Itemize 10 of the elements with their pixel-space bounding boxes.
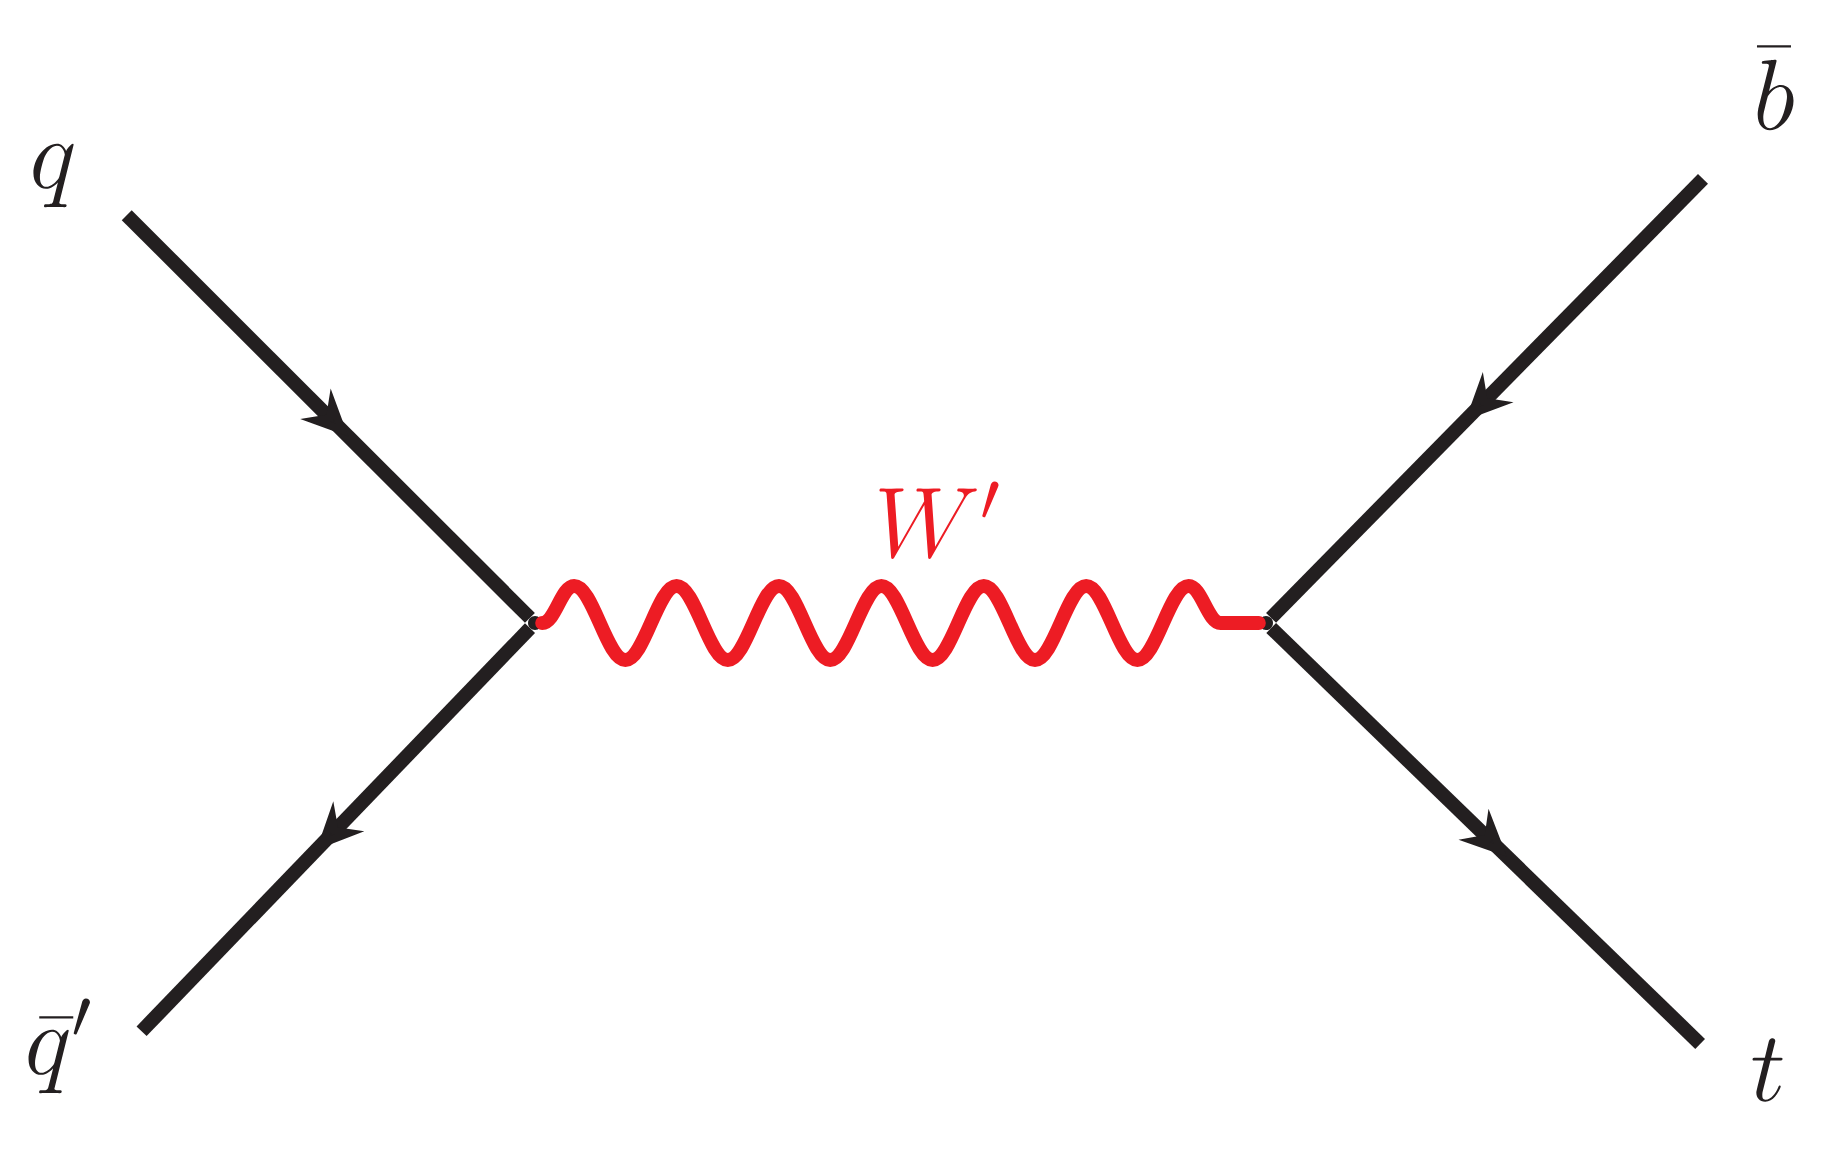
fermion-arrow	[1266, 174, 1708, 623]
particle-label: $\bar{b}$	[1757, 45, 1794, 131]
fermion-arrow	[136, 623, 536, 1037]
edge-label: $W'$	[870, 477, 1004, 561]
particle-label: $q$	[33, 143, 74, 208]
particle-label: $\bar{q}'$	[28, 998, 90, 1094]
fermion-arrow	[1266, 623, 1705, 1049]
wavy-line	[535, 579, 1266, 667]
particle-label: $t$	[1752, 1038, 1783, 1102]
fermion-arrow	[121, 210, 535, 623]
